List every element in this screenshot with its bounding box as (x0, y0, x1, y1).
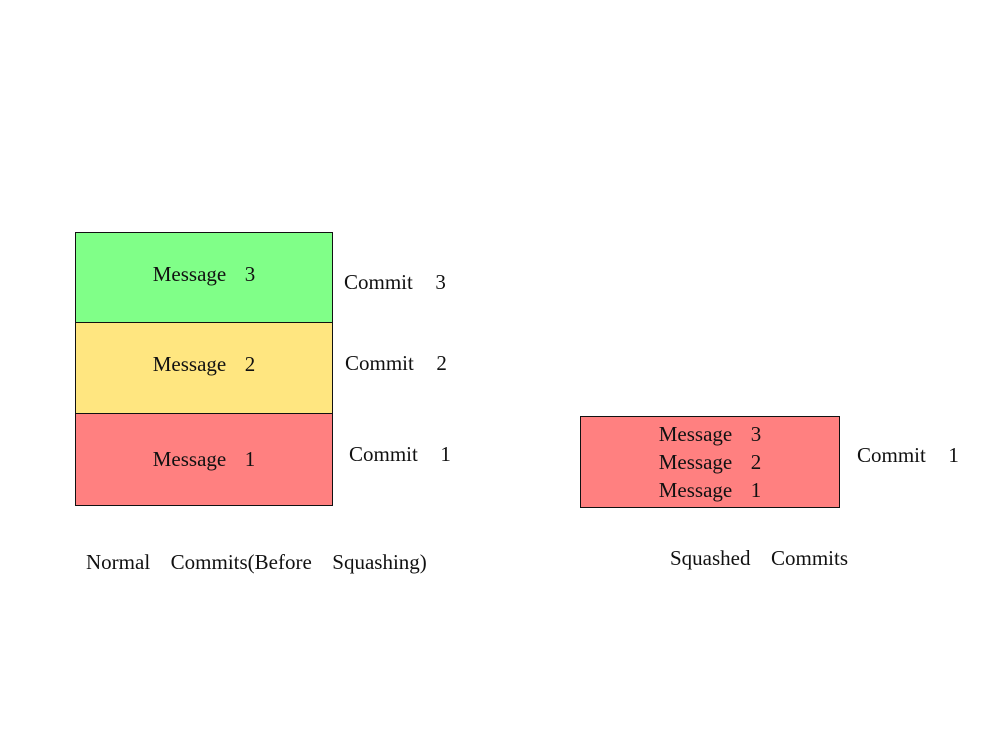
message-3-label: Message 3 (152, 261, 256, 286)
message-2-label: Message 2 (152, 352, 256, 376)
squashed-commit-box: Message 3 Message 2 Message 1 (580, 416, 840, 508)
normal-commits-caption: Normal Commits(Before Squashing) (86, 550, 427, 574)
message-1-box: Message 1 (75, 413, 333, 506)
commit-2-label: Commit 2 (345, 351, 447, 375)
commit-3-label: Commit 3 (344, 270, 446, 294)
message-1-label: Message 1 (152, 447, 256, 471)
squashed-message-1-label: Message 1 (658, 478, 762, 502)
squashed-commit-1-label: Commit 1 (857, 443, 959, 467)
squashed-message-2-label: Message 2 (658, 450, 762, 474)
message-3-box: Message 3 (75, 232, 333, 324)
commit-1-label: Commit 1 (349, 442, 451, 466)
squashed-message-3-label: Message 3 (658, 422, 762, 446)
squashed-commits-caption: Squashed Commits (670, 546, 849, 570)
message-2-box: Message 2 (75, 322, 333, 415)
